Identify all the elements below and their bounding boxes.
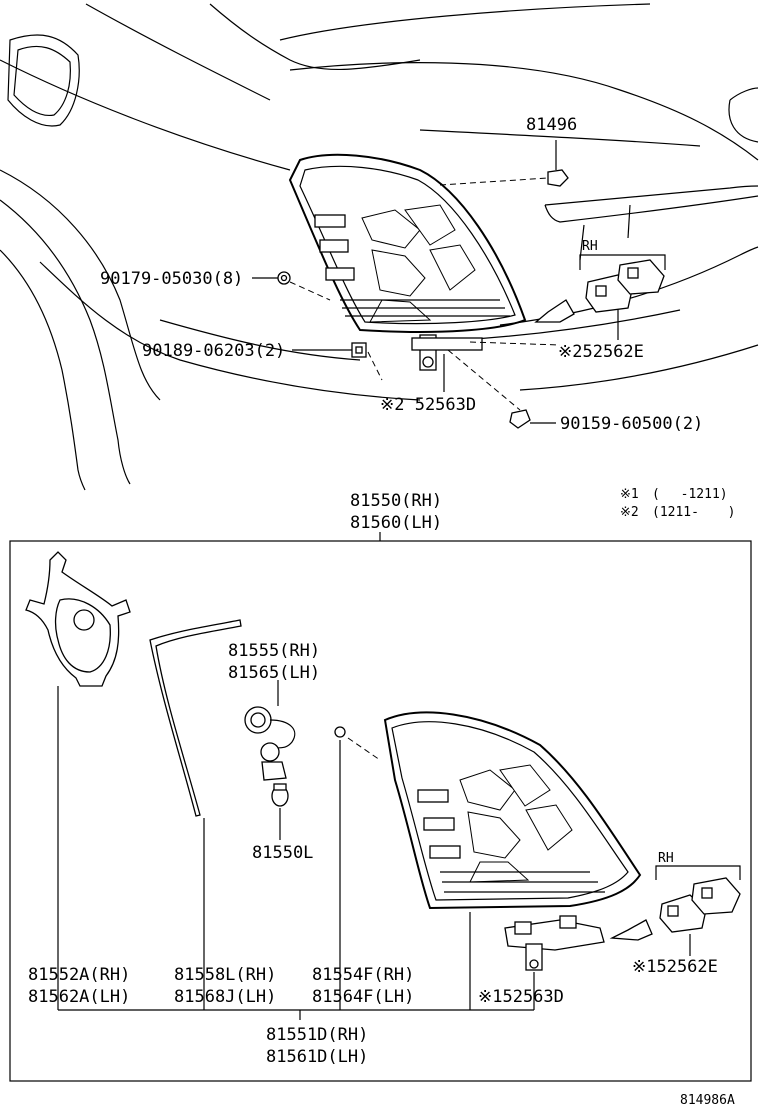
label-52562E-lower: ※152562E bbox=[632, 957, 718, 977]
screw-90159 bbox=[509, 409, 531, 429]
note-1-text: ( -1211) bbox=[652, 487, 728, 502]
label-81561D: 81561D(LH) bbox=[266, 1047, 368, 1067]
label-81565: 81565(LH) bbox=[228, 663, 320, 683]
tail-lamp-lower bbox=[383, 711, 642, 1010]
label-81564F: 81564F(LH) bbox=[312, 987, 414, 1007]
label-81555: 81555(RH) bbox=[228, 641, 320, 661]
label-90159: 90159-60500(2) bbox=[560, 414, 703, 434]
socket-81555 bbox=[244, 680, 296, 781]
vehicle-body-outline bbox=[0, 3, 759, 491]
gasket-81552A bbox=[25, 551, 131, 1010]
label-81568J: 81568J(LH) bbox=[174, 987, 276, 1007]
bracket-52563D-lower bbox=[504, 915, 605, 1010]
label-52562E-upper: ※252562E bbox=[558, 342, 644, 362]
notes: ※1 ( -1211) ※2 (1211- ) bbox=[620, 487, 735, 520]
assembly-collector bbox=[58, 1009, 534, 1020]
label-81554F: 81554F(RH) bbox=[312, 965, 414, 985]
label-81550L: 81550L bbox=[252, 843, 313, 863]
clip-81496 bbox=[547, 169, 569, 187]
label-81550-rh: 81550(RH) bbox=[350, 491, 442, 511]
label-81552A: 81552A(RH) bbox=[28, 965, 130, 985]
note-2-text: (1211- ) bbox=[652, 505, 735, 520]
label-81551D: 81551D(RH) bbox=[266, 1025, 368, 1045]
bulb-81550L bbox=[271, 783, 289, 840]
label-81496: 81496 bbox=[526, 115, 577, 135]
note-1-mark: ※1 bbox=[620, 487, 639, 502]
label-52563D-upper: ※2 52563D bbox=[380, 395, 476, 415]
label-90179: 90179-05030(8) bbox=[100, 269, 243, 289]
note-2-mark: ※2 bbox=[620, 505, 639, 520]
assembly-box bbox=[9, 540, 752, 1082]
bracket-52562E-upper bbox=[534, 254, 666, 323]
diagram-code: 814986A bbox=[680, 1093, 735, 1108]
label-81560-lh: 81560(LH) bbox=[350, 513, 442, 533]
nut-81554F bbox=[334, 726, 381, 1010]
tail-lamp-upper bbox=[288, 153, 527, 371]
weatherstrip-81558L bbox=[149, 619, 242, 1010]
label-81558L: 81558L(RH) bbox=[174, 965, 276, 985]
bracket-52562E-lower bbox=[609, 865, 741, 956]
label-81562A: 81562A(LH) bbox=[28, 987, 130, 1007]
label-52563D-lower: ※152563D bbox=[478, 987, 564, 1007]
label-rh-upper: RH bbox=[582, 239, 598, 254]
nut-90179 bbox=[277, 271, 291, 285]
grommet-90189 bbox=[351, 342, 367, 358]
label-rh-lower: RH bbox=[658, 851, 674, 866]
label-90189: 90189-06203(2) bbox=[142, 341, 285, 361]
